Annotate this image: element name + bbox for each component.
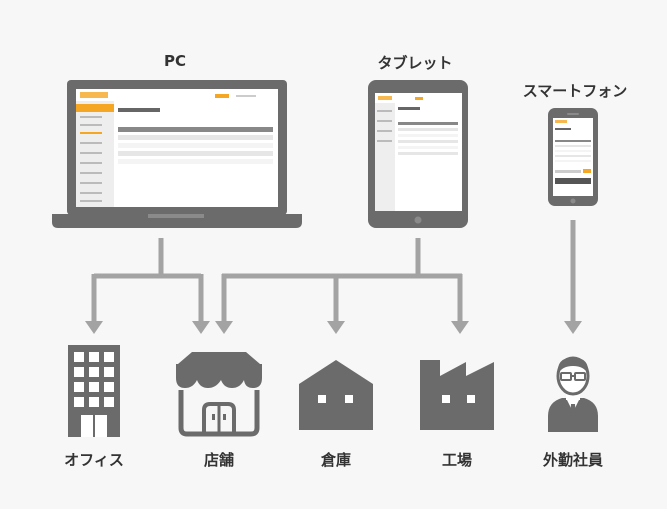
laptop-icon	[52, 80, 302, 228]
factory-label: 工場	[441, 451, 472, 469]
field-staff-icon	[548, 356, 598, 432]
connector-lines	[91, 220, 576, 323]
field-staff-label: 外勤社員	[542, 451, 603, 469]
office-label: オフィス	[64, 451, 124, 469]
warehouse-icon	[299, 360, 373, 430]
warehouse-label: 倉庫	[320, 451, 351, 469]
smartphone-label: スマートフォン	[522, 82, 628, 100]
tablet-label: タブレット	[377, 54, 453, 72]
store-label: 店舗	[203, 451, 234, 469]
pc-label: PC	[163, 52, 186, 70]
arrowheads	[85, 321, 582, 334]
office-building-icon	[68, 345, 120, 437]
store-icon	[176, 352, 262, 437]
smartphone-icon	[548, 108, 598, 206]
tablet-icon	[368, 80, 468, 228]
factory-icon	[420, 360, 494, 430]
